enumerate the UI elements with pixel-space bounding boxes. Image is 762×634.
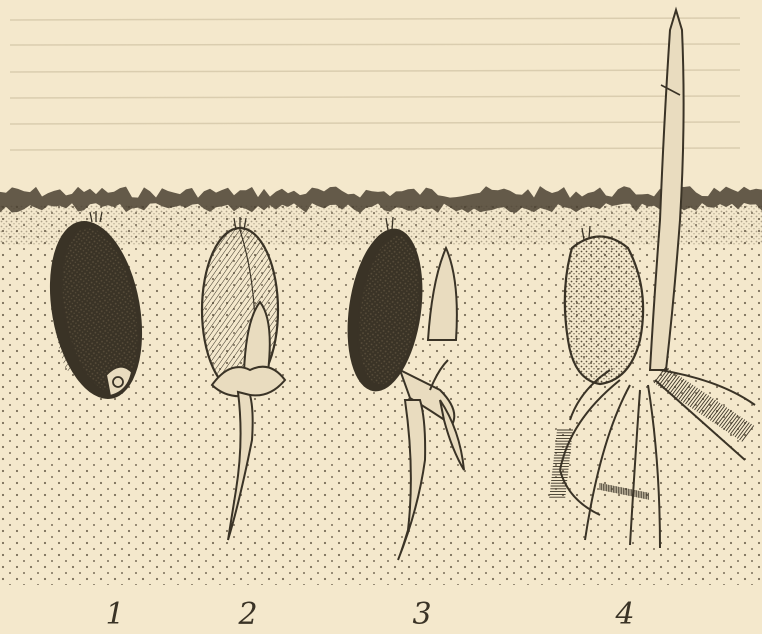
stage-label-4: 4 xyxy=(614,597,634,632)
stage-label-2: 2 xyxy=(237,597,257,632)
stage-label-3: 3 xyxy=(412,597,431,632)
bleed-through-text xyxy=(10,18,740,150)
stage-labels: 1 2 3 4 xyxy=(105,597,634,632)
stage-label-1: 1 xyxy=(105,597,124,632)
